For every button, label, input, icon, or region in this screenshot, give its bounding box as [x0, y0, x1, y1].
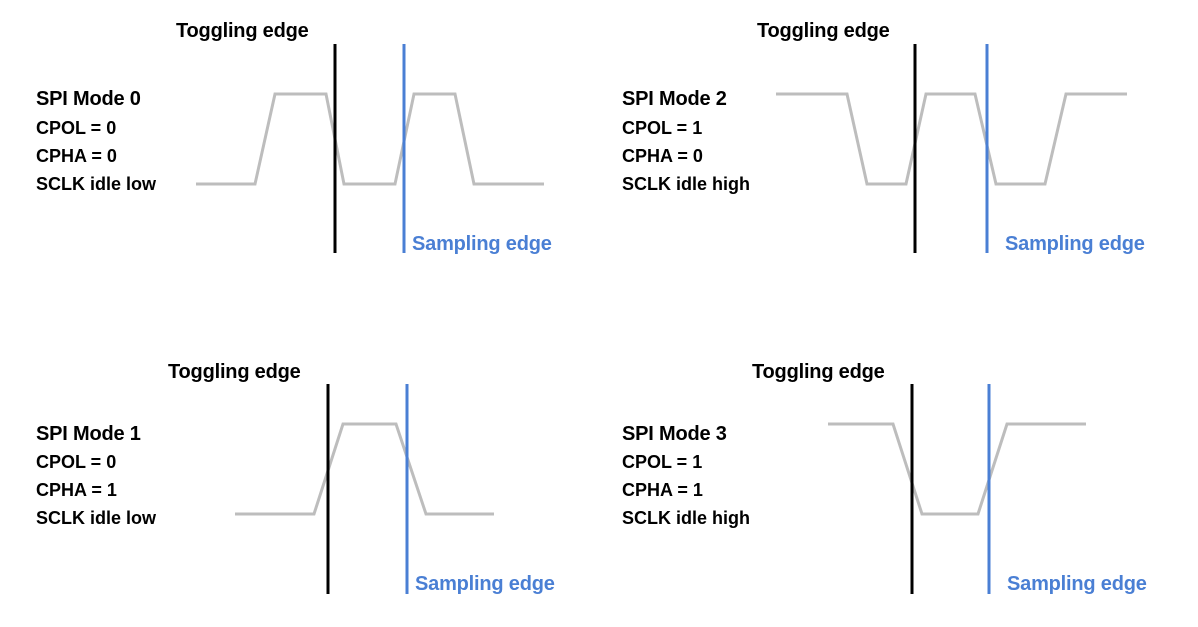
- mode2-toggling-edge-label: Toggling edge: [757, 20, 890, 42]
- mode3-sampling-edge-label: Sampling edge: [1007, 573, 1147, 595]
- mode2-sampling-edge-label: Sampling edge: [1005, 233, 1145, 255]
- mode0-title: SPI Mode 0: [36, 88, 141, 110]
- mode2-idle: SCLK idle high: [622, 174, 750, 194]
- mode1-idle: SCLK idle low: [36, 508, 157, 528]
- mode3-sclk-waveform: [828, 422, 1086, 516]
- mode3-idle: SCLK idle high: [622, 508, 750, 528]
- mode1-cpol: CPOL = 0: [36, 452, 117, 472]
- mode3-cpol: CPOL = 1: [622, 452, 703, 472]
- mode3-toggling-edge-label: Toggling edge: [752, 361, 885, 383]
- mode1-cpha: CPHA = 1: [36, 480, 117, 500]
- mode1-sampling-edge-label: Sampling edge: [415, 573, 555, 595]
- mode0-cpha: CPHA = 0: [36, 146, 117, 166]
- mode0-cpol: CPOL = 0: [36, 118, 117, 138]
- mode2-cpol: CPOL = 1: [622, 118, 703, 138]
- mode0-sampling-edge-label: Sampling edge: [412, 233, 552, 255]
- mode3-cpha: CPHA = 1: [622, 480, 703, 500]
- mode2-sclk-waveform: [776, 92, 1127, 186]
- mode1-sclk-waveform: [235, 422, 494, 516]
- mode0-toggling-edge-label: Toggling edge: [176, 20, 309, 42]
- mode0-idle: SCLK idle low: [36, 174, 157, 194]
- mode2-cpha: CPHA = 0: [622, 146, 703, 166]
- mode3-title: SPI Mode 3: [622, 423, 727, 445]
- mode0-sclk-waveform: [196, 92, 544, 186]
- mode1-toggling-edge-label: Toggling edge: [168, 361, 301, 383]
- mode2-title: SPI Mode 2: [622, 88, 727, 110]
- mode1-title: SPI Mode 1: [36, 423, 141, 445]
